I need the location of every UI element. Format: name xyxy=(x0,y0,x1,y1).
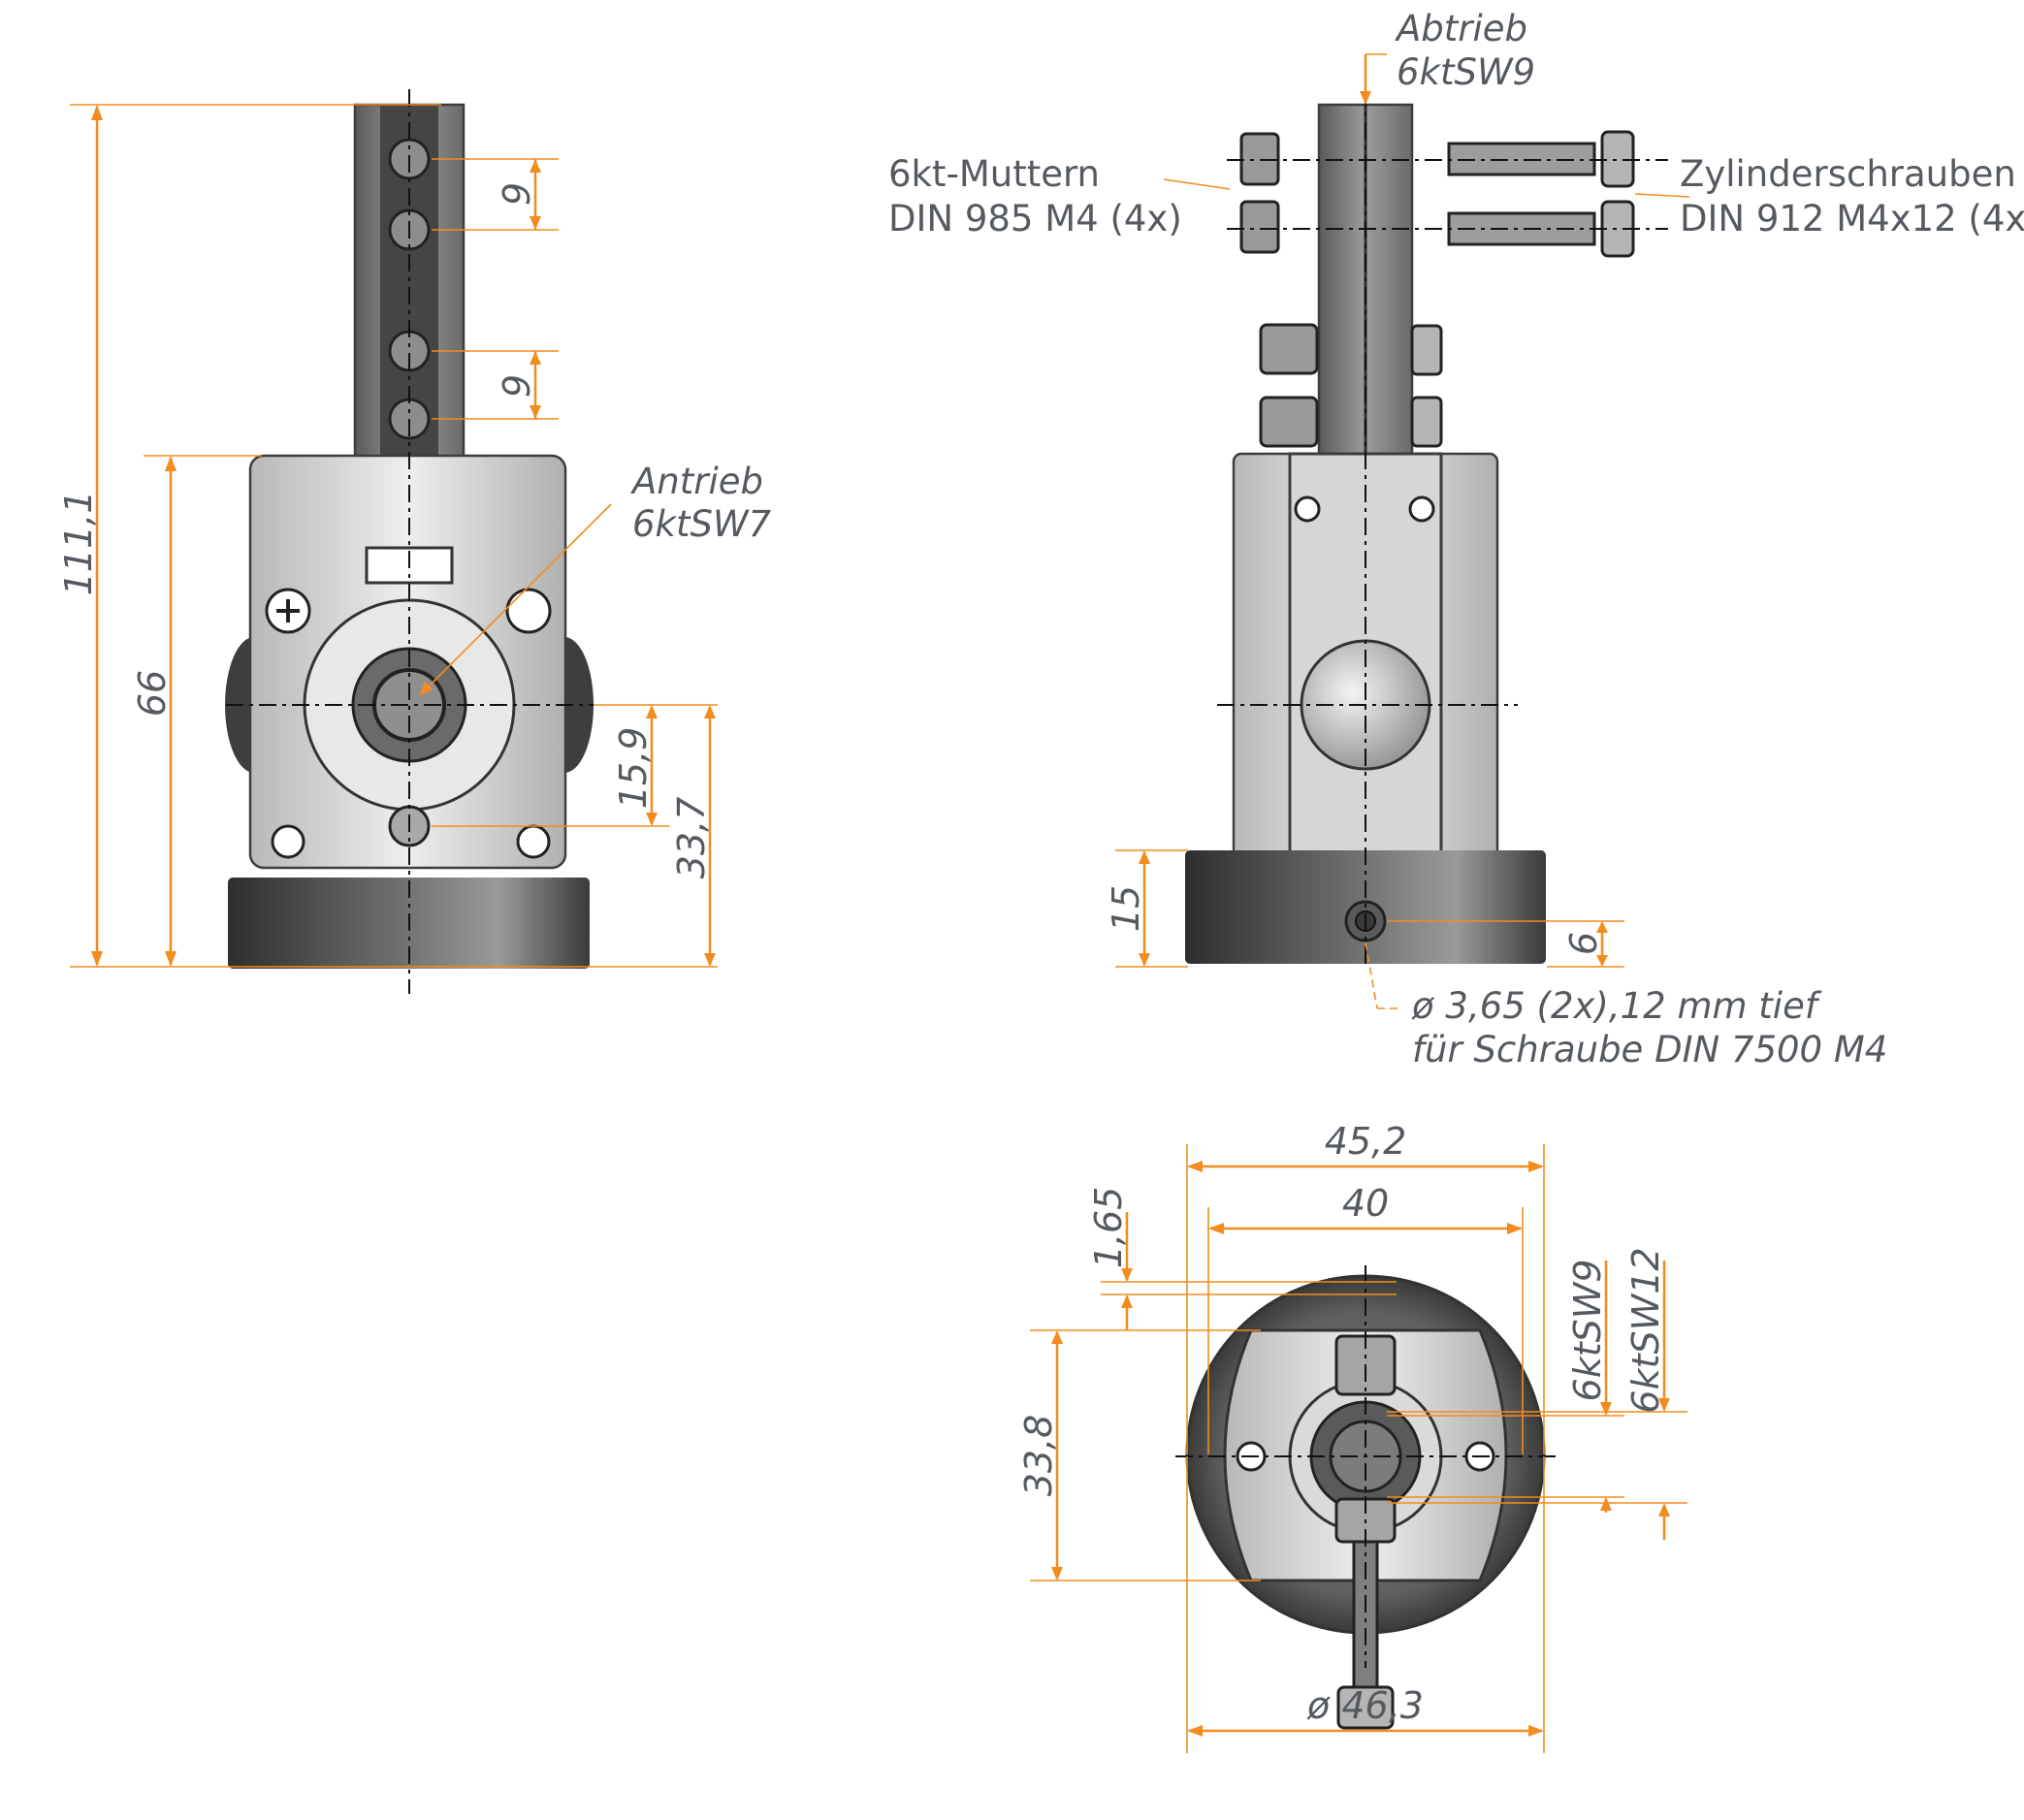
screw-right xyxy=(505,588,552,634)
callout-antrieb-1: Antrieb xyxy=(630,461,763,502)
side-hole-left xyxy=(1294,495,1321,523)
dim-body-height: 66 xyxy=(131,670,174,717)
dim-pitch-bottom: 9 xyxy=(496,374,538,398)
dim-hole-height: 6 xyxy=(1562,932,1605,955)
front-view: 111,1 66 9 9 15,9 33,7 Antrieb 6ktSW7 xyxy=(57,89,772,994)
dim-outer-width: 45,2 xyxy=(1325,1120,1407,1163)
label-nuts-2: DIN 985 M4 (4x) xyxy=(888,198,1182,239)
dim-base-to-axis: 33,7 xyxy=(670,797,713,879)
dim-base-height: 15 xyxy=(1105,885,1147,932)
side-mounted-screw-1 xyxy=(1410,324,1443,376)
side-nut-2 xyxy=(1239,200,1280,254)
dim-flat-width: 33,8 xyxy=(1017,1415,1060,1497)
dim-hex-sw12: 6ktSW12 xyxy=(1624,1247,1667,1413)
dim-axis-height: 15,9 xyxy=(612,727,655,810)
callout-abtrieb-2: 6ktSW9 xyxy=(1397,51,1535,93)
callout-antrieb-2: 6ktSW7 xyxy=(632,503,772,545)
top-view: 45,2 40 1,65 33,8 6ktSW9 6ktSW12 ø 46,3 xyxy=(1017,1120,1687,1753)
label-screws-2: DIN 912 M4x12 (4x) xyxy=(1680,198,2024,239)
side-view: Abtrieb 6ktSW9 6kt-Muttern DIN 985 M4 (4… xyxy=(888,8,2024,1070)
screw-bottom-left xyxy=(271,824,305,859)
dim-pitch-top: 9 xyxy=(496,182,538,206)
hole-note-2: für Schraube DIN 7500 M4 xyxy=(1412,1029,1887,1070)
side-hole-right xyxy=(1408,495,1435,523)
dim-total-height: 111,1 xyxy=(57,491,100,596)
dim-offset: 1,65 xyxy=(1087,1187,1130,1269)
side-mounted-nut-2 xyxy=(1259,396,1319,448)
hole-note-1: ø 3,65 (2x),12 mm tief xyxy=(1411,985,1822,1027)
label-nuts-1: 6kt-Muttern xyxy=(888,153,1100,195)
side-mounted-screw-2 xyxy=(1410,396,1443,448)
callout-abtrieb-1: Abtrieb xyxy=(1395,8,1527,49)
side-mounted-nut-1 xyxy=(1259,323,1319,375)
dim-hex-sw9: 6ktSW9 xyxy=(1566,1260,1609,1402)
dim-inner-width: 40 xyxy=(1342,1182,1389,1225)
label-screws-1: Zylinderschrauben xyxy=(1680,153,2016,195)
screw-bottom-right xyxy=(516,824,551,859)
top-screw-head xyxy=(1336,1685,1395,1730)
dim-diameter: ø 46,3 xyxy=(1306,1684,1424,1727)
